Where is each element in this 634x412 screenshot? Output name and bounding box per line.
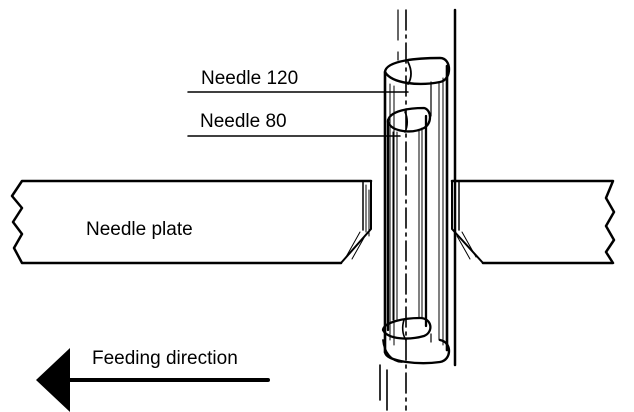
needle-80-shape	[381, 106, 432, 341]
needle-centerline	[379, 9, 407, 411]
needle-120-label: Needle 120	[201, 68, 299, 89]
feeding-direction-arrow	[36, 348, 270, 412]
needle-80-label: Needle 80	[200, 111, 287, 132]
needle-plate-label: Needle plate	[86, 219, 193, 240]
feeding-direction-label: Feeding direction	[92, 348, 238, 369]
needle-plate-left	[10, 179, 373, 265]
needle-plate-right	[450, 179, 616, 265]
needle-120-shape	[382, 56, 451, 365]
